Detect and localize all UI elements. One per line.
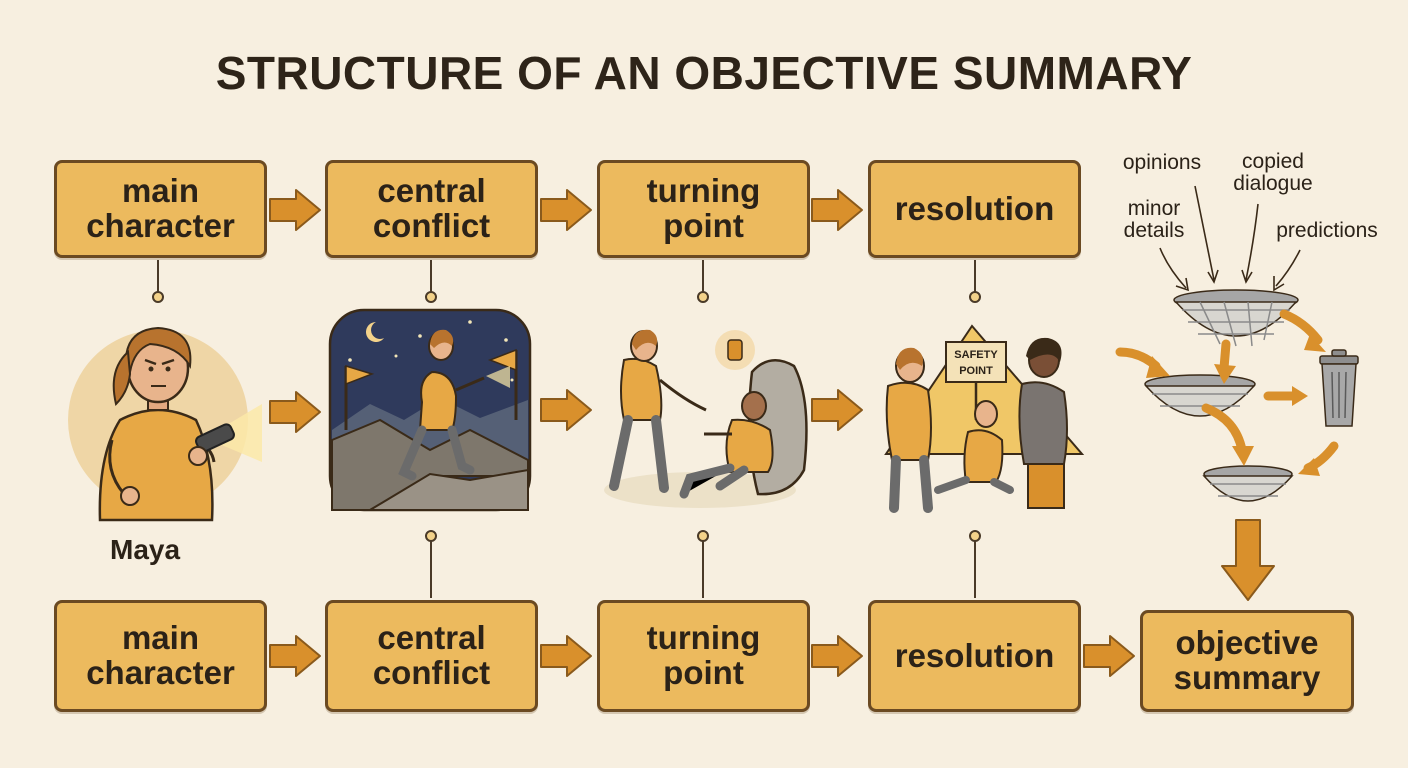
top-connectors [152, 260, 981, 303]
arrow-top-2 [540, 189, 592, 231]
arrow-bottom-4 [1083, 635, 1135, 677]
sieve-middle [1144, 374, 1256, 417]
filter-flow-arrows [1115, 309, 1339, 473]
arrow-top-3 [811, 189, 863, 231]
arrow-mid-1 [269, 391, 321, 433]
top-box-turning-point: turning point [597, 160, 810, 258]
top-box-resolution-label: resolution [894, 189, 1055, 227]
illustration-resolution: SAFETY POINT [884, 324, 1085, 513]
diagram-title: STRUCTURE OF AN OBJECTIVE SUMMARY [215, 47, 1193, 99]
bottom-box-central-conflict-label: central conflict [372, 619, 491, 691]
top-box-main-character-label: main character [86, 172, 235, 244]
illustration-central-conflict [328, 308, 532, 512]
top-box-central-conflict: central conflict [325, 160, 538, 258]
safety-sign-line-1: SAFETY [954, 349, 998, 361]
filter-label-minor-details: minor details [1123, 197, 1185, 243]
sieve-top [1173, 289, 1299, 347]
bottom-box-turning-point: turning point [597, 600, 810, 712]
filter-process [1115, 185, 1359, 601]
illustration-main-character [68, 326, 262, 522]
arrow-down-to-summary [1221, 519, 1275, 601]
top-box-resolution: resolution [868, 160, 1081, 258]
arrow-bottom-2 [540, 635, 592, 677]
top-box-main-character: main character [54, 160, 267, 258]
filter-label-copied-dialogue: copied dialogue [1233, 150, 1313, 196]
trash-can-icon [1319, 349, 1359, 427]
bottom-box-turning-point-label: turning point [646, 619, 761, 691]
bottom-box-main-character-label: main character [86, 619, 235, 691]
filter-label-opinions: opinions [1122, 151, 1202, 174]
bottom-box-resolution: resolution [868, 600, 1081, 712]
bottom-connectors [425, 530, 981, 598]
arrow-bottom-3 [811, 635, 863, 677]
safety-sign-line-2: POINT [959, 365, 993, 377]
bottom-box-central-conflict: central conflict [325, 600, 538, 712]
bottom-box-objective-summary: objective summary [1140, 610, 1354, 712]
top-box-central-conflict-label: central conflict [372, 172, 491, 244]
arrow-bottom-1 [269, 635, 321, 677]
bottom-box-resolution-label: resolution [894, 636, 1055, 674]
sieve-bottom [1202, 465, 1294, 502]
arrow-top-1 [269, 189, 321, 231]
filter-flow-arrowheads [1146, 334, 1326, 476]
arrow-mid-2 [540, 389, 592, 431]
arrow-mid-3 [811, 389, 863, 431]
filter-label-predictions: predictions [1276, 219, 1378, 242]
top-box-turning-point-label: turning point [646, 172, 761, 244]
illustration-turning-point [604, 329, 808, 508]
bottom-box-objective-summary-label: objective summary [1173, 624, 1321, 696]
bottom-box-main-character: main character [54, 600, 267, 712]
character-name-label: Maya [110, 534, 181, 565]
